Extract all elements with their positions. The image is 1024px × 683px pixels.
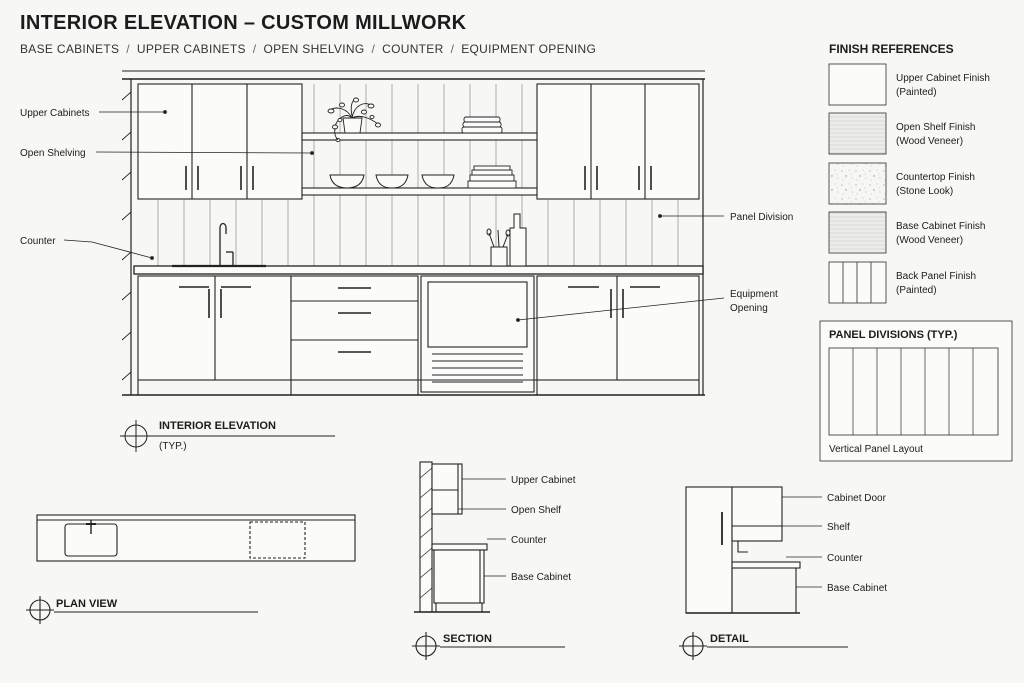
- finish-open-shelf-note: (Wood Veneer): [896, 136, 963, 147]
- finish-back-panel-name: Back Panel Finish: [896, 271, 976, 282]
- swatch-back-panel: [828, 261, 887, 304]
- subtitle-open-shelving: OPEN SHELVING: [263, 42, 365, 56]
- finish-upper-cabinet-note: (Painted): [896, 87, 937, 98]
- elevation-callouts: [63, 110, 725, 322]
- panel-divisions-title: PANEL DIVISIONS (TYP.): [829, 329, 958, 341]
- utensil-crock: [486, 228, 511, 267]
- section-title: SECTION: [443, 633, 492, 645]
- callout-counter: Counter: [20, 236, 56, 247]
- finish-swatches: [828, 63, 887, 304]
- swatch-countertop: [828, 162, 887, 205]
- section-label-open-shelf: Open Shelf: [511, 505, 561, 516]
- detail-label-base-cabinet: Base Cabinet: [827, 583, 887, 594]
- subtitle-separator: /: [371, 42, 376, 56]
- page-title: INTERIOR ELEVATION – CUSTOM MILLWORK: [20, 12, 467, 34]
- right-upper-cabinets: [536, 83, 700, 200]
- drawer-stack: [290, 275, 419, 381]
- left-base-cabinets: [137, 275, 292, 381]
- detail-title: DETAIL: [710, 633, 749, 645]
- book-stack: [467, 165, 517, 189]
- subtitle-counter: COUNTER: [382, 42, 444, 56]
- subtitle-upper-cabinets: UPPER CABINETS: [136, 42, 246, 56]
- elevation-tag: [120, 420, 335, 452]
- cutting-board: [509, 213, 527, 267]
- open-shelves: [301, 132, 538, 196]
- section-label-upper-cabinet: Upper Cabinet: [511, 475, 576, 486]
- callout-equipment-line2: Opening: [730, 303, 768, 314]
- countertop: [133, 265, 704, 275]
- left-upper-cabinets: [137, 83, 303, 200]
- faucet: [217, 222, 234, 267]
- finish-upper-cabinet-name: Upper Cabinet Finish: [896, 73, 990, 84]
- subtitle-separator: /: [252, 42, 257, 56]
- section-label-counter: Counter: [511, 535, 547, 546]
- elevation-tag-title: INTERIOR ELEVATION: [159, 420, 276, 432]
- callout-open-shelving: Open Shelving: [20, 148, 86, 159]
- interior-elevation: [121, 70, 705, 396]
- finish-open-shelf-name: Open Shelf Finish: [896, 122, 976, 133]
- subtitle-equipment-opening: EQUIPMENT OPENING: [461, 42, 597, 56]
- equipment-opening: [420, 275, 535, 393]
- subtitle-list: BASE CABINETS / UPPER CABINETS / OPEN SHELVI…: [20, 42, 596, 56]
- swatch-upper-cabinet: [828, 63, 887, 106]
- detail-label-counter: Counter: [827, 553, 863, 564]
- callout-panel-division: Panel Division: [730, 212, 793, 223]
- finish-back-panel-note: (Painted): [896, 285, 937, 296]
- subtitle-separator: /: [126, 42, 130, 56]
- right-base-cabinets: [536, 275, 700, 381]
- bowls: [329, 174, 455, 189]
- subtitle-separator: /: [450, 42, 455, 56]
- finish-countertop-note: (Stone Look): [896, 186, 953, 197]
- callout-upper-cabinets: Upper Cabinets: [20, 108, 89, 119]
- finish-base-cabinet-note: (Wood Veneer): [896, 235, 963, 246]
- section-label-base-cabinet: Base Cabinet: [511, 572, 571, 583]
- detail-label-cabinet-door: Cabinet Door: [827, 493, 887, 504]
- detail-view: [679, 486, 848, 660]
- swatch-base-cabinet: [828, 211, 887, 254]
- finish-countertop-name: Countertop Finish: [896, 172, 975, 183]
- plan-view: [26, 514, 356, 624]
- section-view: [412, 461, 565, 660]
- left-wall-hatch: [121, 91, 132, 381]
- plan-view-title: PLAN VIEW: [56, 598, 118, 610]
- swatch-open-shelf: [828, 112, 887, 155]
- plate-stack: [461, 116, 503, 134]
- finish-references-title: FINISH REFERENCES: [829, 42, 954, 56]
- panel-divisions-box: [819, 320, 1013, 462]
- plant-pot: [327, 97, 381, 143]
- subtitle-base-cabinets: BASE CABINETS: [20, 42, 120, 56]
- callout-equipment-line1: Equipment: [730, 289, 778, 300]
- panel-divisions-caption: Vertical Panel Layout: [829, 444, 923, 455]
- finish-base-cabinet-name: Base Cabinet Finish: [896, 221, 986, 232]
- elevation-tag-subtitle: (TYP.): [159, 441, 187, 452]
- detail-label-shelf: Shelf: [827, 522, 850, 533]
